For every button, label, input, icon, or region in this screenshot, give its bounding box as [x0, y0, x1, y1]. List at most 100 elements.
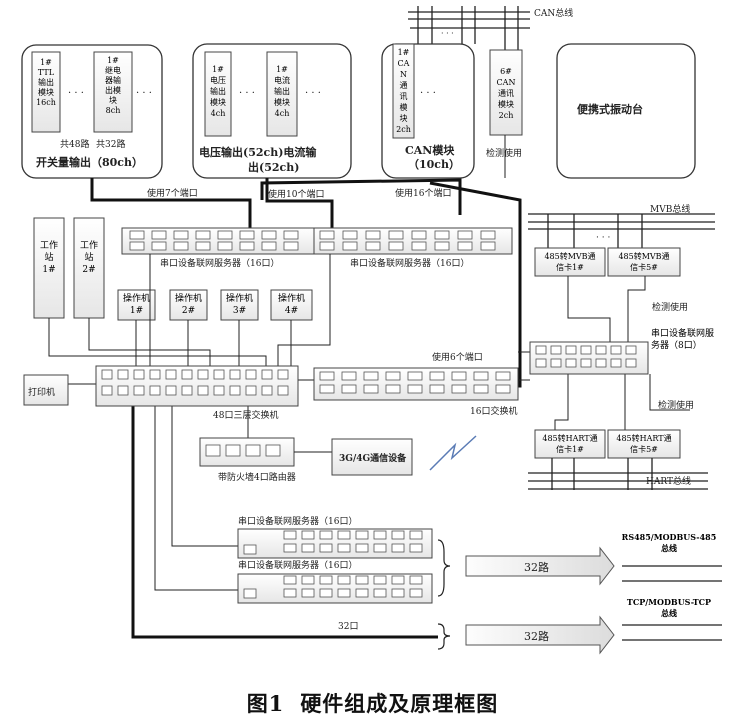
hart-bus-label: HART总线 — [646, 475, 691, 487]
port — [261, 369, 273, 380]
port — [165, 385, 177, 396]
label-line: TTL — [37, 68, 55, 77]
label-line: 块 — [109, 96, 117, 105]
can-bus-dots: · · · — [441, 29, 454, 38]
serial-server-8-label: 串口设备联网服务器（8口） — [651, 328, 731, 352]
label-line: 块 — [399, 114, 408, 123]
port — [388, 230, 404, 240]
port — [243, 544, 257, 555]
label-line: 模块 — [274, 98, 290, 107]
port — [411, 230, 427, 240]
port — [373, 575, 387, 585]
hart-card-5-label: 485转HART通信卡5# — [608, 433, 680, 455]
port-note-seven: 使用7个端口 — [147, 187, 198, 199]
port — [133, 369, 145, 380]
port — [213, 385, 225, 396]
port — [535, 345, 547, 355]
port — [173, 230, 189, 240]
serial-server-c — [237, 528, 433, 559]
label-line: 1# — [129, 306, 144, 316]
modbus-lines — [622, 565, 722, 641]
serial-server-c-ports — [243, 530, 423, 555]
label-line: 出模 — [105, 86, 121, 95]
operator-4 — [270, 289, 313, 321]
label-line: 8ch — [105, 106, 121, 115]
label-line: 工作 — [39, 241, 58, 251]
port — [409, 588, 423, 598]
port — [319, 384, 335, 394]
port — [151, 241, 167, 251]
label-line: 总线 — [661, 543, 677, 553]
port — [409, 530, 423, 540]
portable-vibration-table — [556, 43, 696, 179]
comm-device-3g4g — [331, 438, 413, 476]
port — [337, 575, 351, 585]
can-bus — [408, 6, 530, 50]
switch-16-ports — [319, 371, 511, 394]
hart-card-5 — [607, 429, 681, 459]
can-comm-module-1 — [392, 43, 415, 139]
serial-server-b-label: 串口设备联网服务器（16口） — [350, 257, 469, 269]
port — [373, 530, 387, 540]
label-line: 器输 — [105, 76, 121, 85]
label-line: 信卡5# — [630, 445, 658, 454]
port — [283, 241, 299, 251]
port — [411, 241, 427, 251]
mvb-card-5 — [607, 247, 681, 277]
label-line: 总线 — [661, 608, 677, 618]
port — [451, 384, 467, 394]
port — [535, 358, 547, 368]
label-line: 电流 — [274, 76, 290, 85]
mvb-card-1 — [534, 247, 606, 277]
port — [337, 588, 351, 598]
can-bus-label: CAN总线 — [534, 7, 573, 19]
port — [495, 384, 511, 394]
port — [133, 385, 145, 396]
current-output-module — [266, 51, 298, 137]
port — [129, 241, 145, 251]
port — [355, 588, 369, 598]
port — [245, 369, 257, 380]
port — [245, 444, 261, 457]
port — [457, 241, 473, 251]
port — [355, 543, 369, 553]
serial-server-8-ports — [535, 345, 637, 368]
port — [117, 369, 129, 380]
label-line: 讯 — [399, 92, 408, 101]
port — [261, 385, 273, 396]
detect-use-a: 检测使用 — [652, 301, 688, 313]
port — [319, 230, 335, 240]
port — [550, 345, 562, 355]
label-line: 操作机 — [225, 294, 253, 304]
port — [342, 230, 358, 240]
label-line: CAN — [496, 78, 516, 87]
port — [217, 241, 233, 251]
label-line: 信卡5# — [630, 263, 658, 272]
label-line: 串口设备联网服 — [651, 329, 715, 339]
serial-server-a-ports — [129, 230, 299, 251]
hart-card-1-label: 485转HART通信卡1# — [535, 433, 605, 455]
serial-server-b-ports — [319, 230, 496, 251]
port — [117, 385, 129, 396]
port — [239, 230, 255, 240]
port — [283, 588, 297, 598]
port — [391, 530, 405, 540]
port — [429, 384, 445, 394]
port-32-label: 32口 — [338, 622, 358, 632]
serial-server-d-label: 串口设备联网服务器（16口） — [238, 559, 357, 571]
switch-output-title: 开关量输出（80ch） — [36, 155, 143, 169]
label-line: 1# — [276, 65, 288, 74]
voltage-current-title-1: 电压输出(52ch)电流输 — [199, 145, 317, 159]
label-line: 2ch — [396, 125, 411, 134]
detect-use-b: 检测使用 — [658, 399, 694, 411]
port — [391, 575, 405, 585]
port — [473, 384, 489, 394]
label-line: 操作机 — [122, 294, 150, 304]
switch-output-dots-2: · · · — [136, 88, 152, 99]
port — [283, 575, 297, 585]
